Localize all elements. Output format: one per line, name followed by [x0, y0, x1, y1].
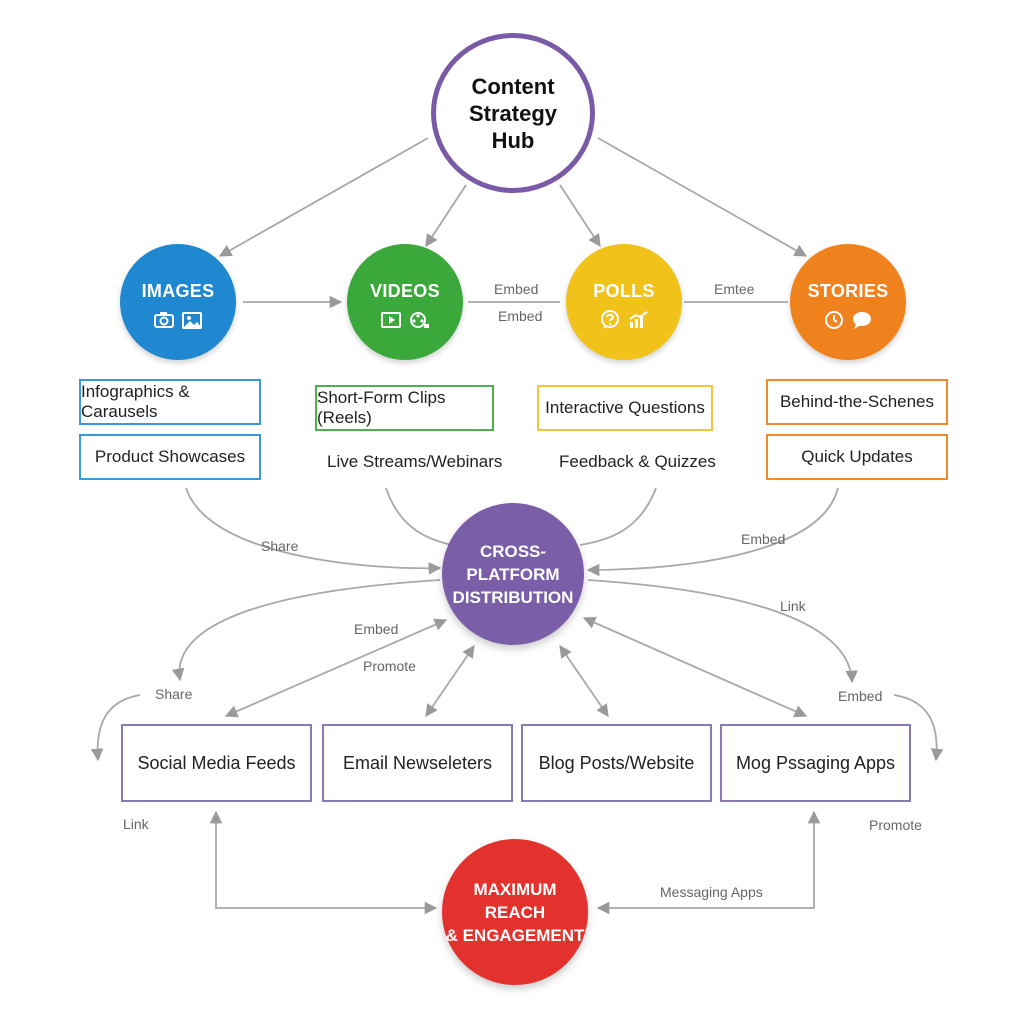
- edge-label-embed-right: Embed: [838, 688, 883, 704]
- format-infographics: Infographics & Carausels: [79, 379, 261, 425]
- format-quick-updates: Quick Updates: [766, 434, 948, 480]
- format-behind-the-scenes-label: Behind-the-Schenes: [779, 392, 935, 411]
- edge-label-share-upper: Share: [261, 538, 299, 554]
- maximum-reach-engagement: MAXIMUM REACH & ENGAGEMENT: [442, 839, 588, 985]
- result-line-1: MAXIMUM REACH: [473, 879, 557, 922]
- edge-label-messaging-apps: Messaging Apps: [660, 884, 763, 900]
- destination-social-media-feeds-label: Social Media Feeds: [137, 752, 296, 773]
- result-line-2: & ENGAGEMENT: [445, 925, 585, 945]
- film-reel-icon: [410, 311, 429, 328]
- play-icon: [381, 311, 401, 328]
- destination-messaging-apps: Mog Pssaging Apps: [720, 724, 911, 802]
- edge-label-share-left: Share: [155, 686, 193, 702]
- format-short-form-clips: Short-Form Clips (Reels): [315, 385, 494, 431]
- edge-label-link-upper-right: Link: [780, 598, 806, 614]
- hub-line-3: Hub: [491, 127, 535, 153]
- edge-label-embed-mid: Embed: [354, 621, 399, 637]
- destination-email-newsletters-label: Email Newseleters: [342, 752, 493, 773]
- format-short-form-clips-label: Short-Form Clips (Reels): [317, 388, 446, 427]
- edge-label-promote-mid: Promote: [363, 658, 416, 674]
- destination-blog-posts: Blog Posts/Website: [521, 724, 712, 802]
- stories-label: STORIES: [807, 280, 889, 301]
- images-label: IMAGES: [141, 280, 215, 301]
- format-infographics-label: Infographics & Carausels: [81, 382, 190, 421]
- format-feedback-quizzes: Feedback & Quizzes: [559, 452, 716, 471]
- destination-blog-posts-label: Blog Posts/Website: [538, 752, 695, 773]
- polls-node: POLLS: [566, 244, 682, 360]
- videos-node: VIDEOS: [347, 244, 463, 360]
- stories-node: STORIES: [790, 244, 906, 360]
- format-product-showcases-label: Product Showcases: [94, 447, 246, 466]
- center-line-2: DISTRIBUTION: [452, 587, 574, 607]
- edge-label-promote-right: Promote: [869, 817, 922, 833]
- picture-icon: [182, 311, 202, 329]
- format-quick-updates-label: Quick Updates: [801, 447, 913, 466]
- bar-chart-icon: [629, 310, 648, 328]
- edge-label-embed-upper-right: Embed: [741, 531, 786, 547]
- format-interactive-questions-label: Interactive Questions: [545, 398, 705, 417]
- edge-label-link-left: Link: [123, 816, 149, 832]
- edge-label-embed-top-1: Embed: [494, 281, 539, 297]
- format-product-showcases: Product Showcases: [79, 434, 261, 480]
- videos-label: VIDEOS: [370, 280, 440, 301]
- format-interactive-questions: Interactive Questions: [537, 385, 713, 431]
- images-node: IMAGES: [120, 244, 236, 360]
- edge-label-embed-top-2: Embed: [498, 308, 543, 324]
- destination-email-newsletters: Email Newseleters: [322, 724, 513, 802]
- hub-line-1: Content: [471, 73, 555, 99]
- format-live-streams: Live Streams/Webinars: [327, 452, 503, 471]
- clock-icon: [825, 310, 843, 329]
- edge-label-emtee: Emtee: [714, 281, 755, 297]
- cross-platform-distribution: CROSS-PLATFORM DISTRIBUTION: [442, 503, 584, 645]
- camera-icon: [154, 311, 174, 328]
- center-line-1: CROSS-PLATFORM: [466, 541, 560, 584]
- destination-social-media-feeds: Social Media Feeds: [121, 724, 312, 802]
- polls-label: POLLS: [593, 280, 655, 301]
- hub-line-2: Strategy: [468, 100, 558, 126]
- destination-messaging-apps-label: Mog Pssaging Apps: [735, 752, 896, 773]
- format-behind-the-scenes: Behind-the-Schenes: [766, 379, 948, 425]
- content-strategy-hub: Content Strategy Hub: [431, 33, 595, 193]
- question-bubble-icon: [601, 309, 619, 329]
- chat-bubble-icon: [853, 311, 871, 329]
